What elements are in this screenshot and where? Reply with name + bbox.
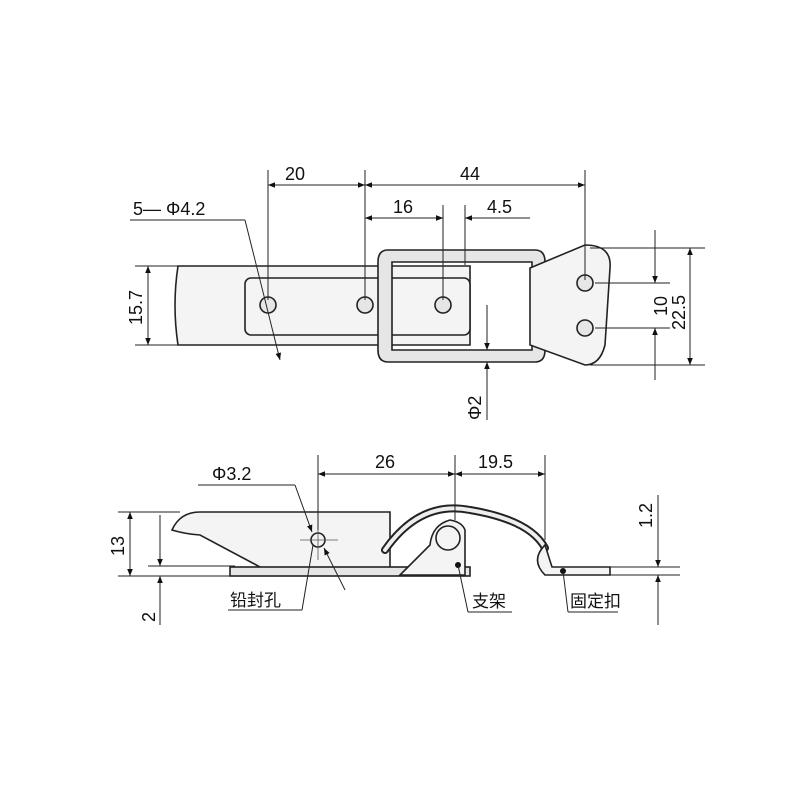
dim-10: 10 <box>651 296 671 316</box>
side-view: 26 19.5 Φ3.2 13 2 1.2 铅封孔 支架 固定扣 <box>108 452 680 625</box>
dim-19-5: 19.5 <box>478 452 513 472</box>
dim-2: 2 <box>139 612 159 622</box>
dim-phi-3-2: Φ3.2 <box>212 464 251 484</box>
pivot-pin <box>435 525 461 551</box>
hole <box>576 319 594 337</box>
mount-holes <box>259 274 594 337</box>
dim-phi-2: Φ2 <box>465 396 485 420</box>
dim-26: 26 <box>375 452 395 472</box>
dim-20: 20 <box>285 164 305 184</box>
dim-16: 16 <box>393 197 413 217</box>
dim-15-7: 15.7 <box>126 290 146 325</box>
wire-loop <box>377 249 546 363</box>
catch-plate <box>529 244 611 366</box>
dim-44: 44 <box>460 164 480 184</box>
label-fixing-catch: 固定扣 <box>570 592 621 612</box>
label-seal-hole: 铅封孔 <box>230 591 281 611</box>
dim-4-5: 4.5 <box>487 197 512 217</box>
dim-holes: 5— Φ4.2 <box>133 199 205 219</box>
base-strip <box>229 566 471 577</box>
dim-1-2: 1.2 <box>636 503 656 528</box>
dim-13: 13 <box>108 536 128 556</box>
fixing-catch <box>536 543 611 576</box>
dim-22-5: 22.5 <box>669 295 689 330</box>
top-view: 20 44 16 4.5 5— Φ4.2 15.7 10 22.5 Φ2 <box>126 164 705 420</box>
label-bracket: 支架 <box>472 592 506 612</box>
